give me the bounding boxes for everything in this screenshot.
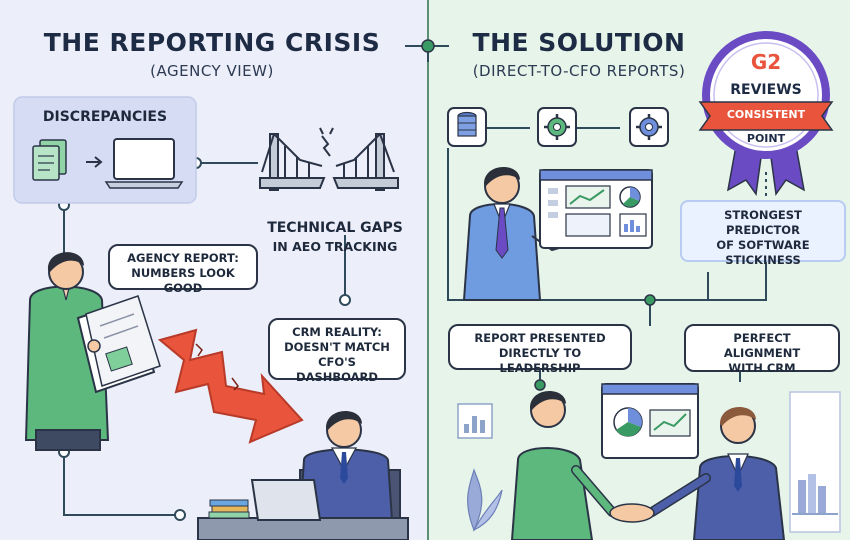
integration-gear-icon bbox=[537, 107, 577, 147]
left-connectors bbox=[63, 162, 346, 516]
agency-report-title: AGENCY REPORT: bbox=[127, 251, 239, 265]
report-presented-line1: REPORT PRESENTED bbox=[474, 331, 606, 345]
connector-node bbox=[534, 379, 546, 391]
connector-node bbox=[421, 39, 435, 53]
crisis-title: THE REPORTING CRISIS bbox=[43, 28, 381, 57]
crm-reality-line2: DOESN'T MATCH bbox=[284, 340, 390, 354]
falling-arrow-icon bbox=[157, 328, 304, 444]
connector-node bbox=[644, 294, 656, 306]
connector-node bbox=[174, 509, 186, 521]
report-presented-callout: REPORT PRESENTED DIRECTLY TO LEADERSHIP bbox=[448, 324, 632, 375]
crm-reality-line3: CFO'S DASHBOARD bbox=[296, 355, 378, 384]
desk-person-illustration bbox=[197, 410, 409, 540]
technical-gaps-sublabel: IN AEO TRACKING bbox=[272, 239, 398, 254]
technical-gaps-label: TECHNICAL GAPS bbox=[267, 220, 403, 236]
solution-subtitle: (DIRECT-TO-CFO REPORTS) bbox=[472, 62, 686, 80]
documents-icon bbox=[32, 139, 67, 181]
crm-reality-title: CRM REALITY: bbox=[292, 325, 382, 339]
badge-point-text: POINT bbox=[746, 132, 786, 145]
g2-logo: G2 bbox=[750, 50, 782, 74]
arrow-right-icon bbox=[86, 156, 103, 168]
perfect-alignment-callout: PERFECT ALIGNMENT WITH CRM bbox=[684, 324, 840, 375]
discrepancies-label: DISCREPANCIES bbox=[42, 109, 168, 125]
badge-reviews-text: REVIEWS bbox=[730, 82, 802, 98]
database-icon bbox=[447, 107, 487, 147]
crm-reality-callout: CRM REALITY: DOESN'T MATCH CFO'S DASHBOA… bbox=[268, 318, 406, 384]
settings-gear-icon bbox=[629, 107, 669, 147]
laptop-icon bbox=[104, 138, 184, 189]
predictor-line1: STRONGEST PREDICTOR bbox=[724, 208, 802, 237]
broken-bridge-icon bbox=[259, 127, 399, 191]
panel-divider bbox=[427, 0, 429, 540]
connector-bottom bbox=[63, 452, 180, 516]
crisis-subtitle: (AGENCY VIEW) bbox=[150, 62, 274, 80]
badge-ribbon-text: CONSISTENT bbox=[726, 108, 806, 121]
predictor-line2: OF SOFTWARE bbox=[716, 238, 810, 252]
report-presented-line2: DIRECTLY TO LEADERSHIP bbox=[498, 346, 582, 375]
agency-person-illustration bbox=[24, 252, 161, 451]
connector-node bbox=[339, 294, 351, 306]
solution-title: THE SOLUTION bbox=[472, 28, 686, 57]
agency-report-detail: NUMBERS LOOK GOOD bbox=[131, 266, 235, 295]
agency-report-callout: AGENCY REPORT: NUMBERS LOOK GOOD bbox=[108, 244, 258, 295]
g2-reviews-badge bbox=[698, 31, 834, 196]
perfect-alignment-line1: PERFECT ALIGNMENT bbox=[723, 331, 801, 360]
presenter-illustration bbox=[462, 166, 653, 301]
predictor-line3: STICKINESS bbox=[725, 253, 801, 267]
predictor-box: STRONGEST PREDICTOR OF SOFTWARE STICKINE… bbox=[680, 200, 846, 267]
handshake-illustration bbox=[457, 383, 841, 540]
perfect-alignment-line2: WITH CRM bbox=[728, 361, 796, 375]
